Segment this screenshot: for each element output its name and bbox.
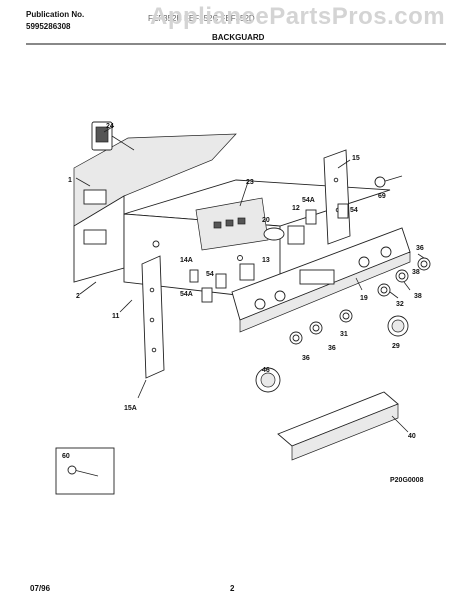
callout: 36 bbox=[302, 355, 310, 362]
callout: 54 bbox=[350, 207, 358, 214]
callout: 11 bbox=[112, 313, 120, 320]
callout: 46 bbox=[262, 367, 270, 374]
screw-69 bbox=[374, 175, 403, 188]
side-bracket-right bbox=[323, 149, 351, 245]
callout: 40 bbox=[408, 433, 416, 440]
control-panel bbox=[231, 227, 411, 333]
callout: 12 bbox=[292, 205, 300, 212]
figure-code: P20G0008 bbox=[390, 477, 424, 484]
trim-strip bbox=[277, 391, 399, 461]
part-54-clip-top bbox=[337, 203, 349, 219]
publication-number: 5995286308 bbox=[26, 22, 71, 31]
callout: 2 bbox=[76, 293, 80, 300]
part-20-oval bbox=[263, 227, 285, 241]
callout: 1 bbox=[68, 177, 72, 184]
part-14a bbox=[189, 269, 199, 283]
callout: 60 bbox=[62, 453, 70, 460]
part-54a-clip-top bbox=[305, 209, 317, 225]
knob-36-lower-b bbox=[289, 331, 303, 345]
callout: 54A bbox=[302, 197, 315, 204]
callout: 38 bbox=[414, 293, 422, 300]
knob-36-upper bbox=[417, 257, 431, 271]
section-title: BACKGUARD bbox=[212, 33, 265, 42]
side-bracket-left bbox=[141, 255, 165, 379]
callout: 36 bbox=[328, 345, 336, 352]
rear-panel bbox=[73, 133, 237, 283]
knob-36-lower-a bbox=[309, 321, 323, 335]
watermark: AppliancePartsPros.com bbox=[150, 3, 446, 30]
knob-31 bbox=[339, 309, 353, 323]
part-54-clip-lower bbox=[215, 273, 227, 289]
callout: 31 bbox=[340, 331, 348, 338]
rocker-switch bbox=[91, 121, 135, 151]
part-13-switch bbox=[239, 263, 255, 281]
callout: 32 bbox=[396, 301, 404, 308]
part-12-switch bbox=[287, 225, 305, 245]
callout: 15 bbox=[352, 155, 360, 162]
callout: 29 bbox=[392, 343, 400, 350]
knob-46 bbox=[255, 367, 281, 393]
model-list: FEF352B FEF352C FEF352D bbox=[148, 14, 255, 23]
callout: 23 bbox=[246, 179, 254, 186]
callout: 36 bbox=[416, 245, 424, 252]
callout: 20 bbox=[262, 217, 270, 224]
part-54a-clip-lower bbox=[201, 287, 213, 303]
callout: 13 bbox=[262, 257, 270, 264]
callout: 14A bbox=[180, 257, 193, 264]
publication-label: Publication No. bbox=[26, 10, 85, 19]
screw-60-inset bbox=[55, 447, 115, 495]
callout: 15A bbox=[124, 405, 137, 412]
knob-29 bbox=[387, 315, 409, 337]
callout: 69 bbox=[378, 193, 386, 200]
callout: 19 bbox=[360, 295, 368, 302]
callout: 54 bbox=[206, 271, 214, 278]
callout: 24 bbox=[106, 123, 114, 130]
callout: 54A bbox=[180, 291, 193, 298]
knob-32 bbox=[377, 283, 391, 297]
callout: 38 bbox=[412, 269, 420, 276]
page-number: 2 bbox=[230, 584, 235, 593]
footer-date: 07/96 bbox=[30, 584, 51, 593]
leader-lines bbox=[75, 125, 425, 433]
knob-38-upper bbox=[395, 269, 409, 283]
clock-board bbox=[195, 197, 269, 251]
